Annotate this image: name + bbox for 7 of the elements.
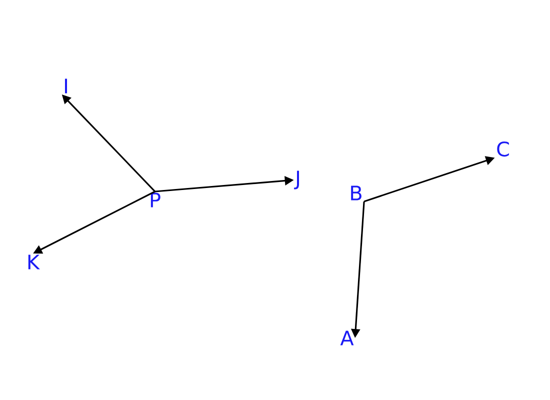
point-label: I (65, 78, 67, 94)
point-label: B (351, 186, 362, 200)
point-label: A (340, 330, 354, 346)
point-label: C (497, 141, 509, 157)
point-label: J (294, 170, 299, 190)
point-label: K (28, 254, 40, 270)
point-label: P (150, 192, 160, 208)
